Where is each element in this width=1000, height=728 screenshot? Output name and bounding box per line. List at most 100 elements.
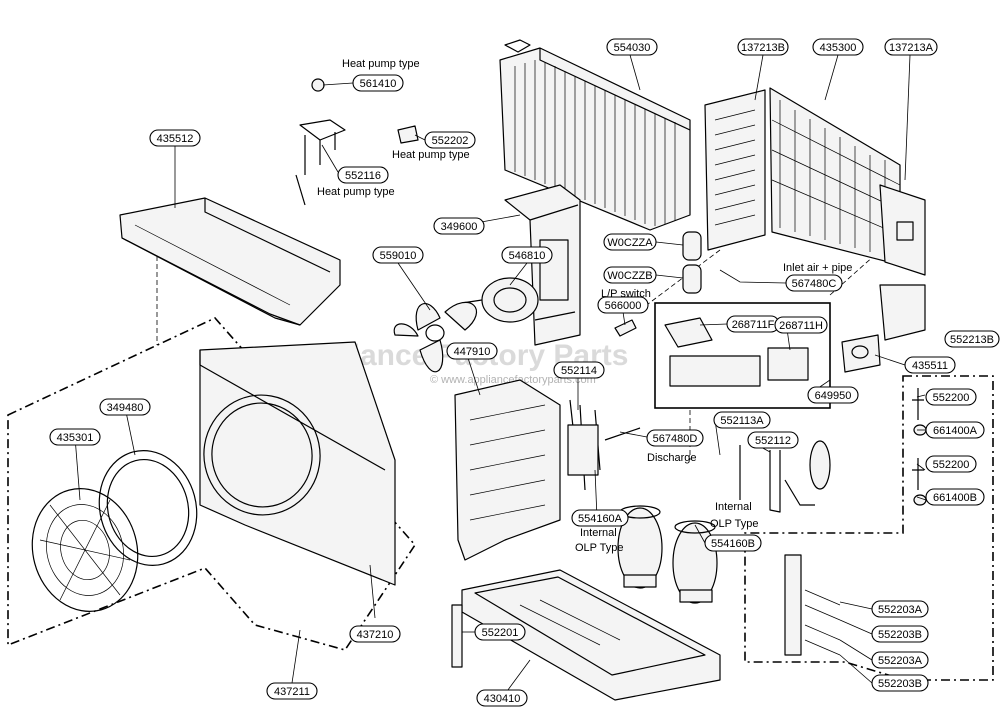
- callout-text: 137213A: [889, 42, 934, 54]
- callout-447910[interactable]: 447910: [446, 342, 498, 360]
- callout-text: 437210: [357, 629, 394, 641]
- note-internal-a: Internal: [580, 527, 617, 539]
- compressors: [617, 505, 718, 604]
- callout-text: 552202: [432, 135, 469, 147]
- note-inlet-air-pipe: Inlet air + pipe: [783, 262, 852, 274]
- watermark-url: © www.appliancefactoryparts.com: [430, 374, 596, 386]
- callout-552114[interactable]: 552114: [553, 361, 605, 379]
- callout-text: 552200: [933, 392, 970, 404]
- lp-switch: [614, 319, 637, 337]
- rear-side-panels: [704, 87, 926, 341]
- callout-552200-lower[interactable]: 552200: [925, 455, 977, 473]
- callout-text: 559010: [380, 250, 417, 262]
- callout-437210[interactable]: 437210: [349, 625, 401, 643]
- valve-group-outline: [744, 375, 994, 681]
- callout-435512[interactable]: 435512: [149, 129, 201, 147]
- callout-546810[interactable]: 546810: [501, 246, 553, 264]
- note-heat-pump-2: Heat pump type: [392, 149, 470, 161]
- callout-text: 552203A: [878, 604, 923, 616]
- note-olp-type-b: OLP Type: [710, 518, 759, 530]
- callout-661400A[interactable]: 661400A: [925, 421, 985, 439]
- callout-661400B[interactable]: 661400B: [925, 488, 985, 506]
- orifice-ring: [98, 450, 198, 566]
- callout-567480C[interactable]: 567480C: [785, 274, 843, 292]
- callout-554030[interactable]: 554030: [606, 38, 658, 56]
- callout-435511[interactable]: 435511: [904, 356, 956, 374]
- callout-268711H[interactable]: 268711H: [774, 316, 828, 334]
- callout-552112[interactable]: 552112: [747, 431, 799, 449]
- callout-text: 447910: [454, 346, 491, 358]
- callout-text: W0CZZA: [607, 237, 653, 249]
- callout-552203A-2[interactable]: 552203A: [871, 651, 929, 669]
- callout-text: 566000: [605, 300, 642, 312]
- note-internal-b: Internal: [715, 501, 752, 513]
- callout-552203A-1[interactable]: 552203A: [871, 600, 929, 618]
- callout-552200-upper[interactable]: 552200: [925, 388, 977, 406]
- callout-text: 567480D: [653, 433, 698, 445]
- note-olp-type-a: OLP Type: [575, 542, 624, 554]
- front-grille-panel: [199, 341, 396, 586]
- callout-text: W0CZZB: [607, 270, 652, 282]
- callout-137213B[interactable]: 137213B: [737, 38, 789, 56]
- callout-552113A[interactable]: 552113A: [713, 411, 771, 429]
- callout-554160B[interactable]: 554160B: [704, 534, 762, 552]
- callout-552203B-2[interactable]: 552203B: [871, 674, 929, 692]
- top-cover: [119, 197, 341, 326]
- callout-text: 435511: [912, 360, 948, 372]
- motor-bracket: [504, 184, 581, 346]
- callout-567480D[interactable]: 567480D: [646, 429, 704, 447]
- callout-649950[interactable]: 649950: [807, 386, 859, 404]
- callout-text: 435512: [157, 133, 194, 145]
- callout-text: 546810: [509, 250, 546, 262]
- callout-552203B-1[interactable]: 552203B: [871, 625, 929, 643]
- callout-text: 349600: [441, 221, 478, 233]
- note-heat-pump-1: Heat pump type: [342, 58, 420, 70]
- callout-349480[interactable]: 349480: [99, 398, 151, 416]
- callout-text: 349480: [107, 402, 144, 414]
- callout-text: 552116: [345, 170, 381, 182]
- callout-text: 552200: [933, 459, 970, 471]
- callout-559010[interactable]: 559010: [372, 246, 424, 264]
- callout-430410[interactable]: 430410: [476, 689, 528, 707]
- callout-552202[interactable]: 552202: [424, 131, 476, 149]
- callout-435301[interactable]: 435301: [49, 428, 101, 446]
- callout-435300[interactable]: 435300: [812, 38, 864, 56]
- note-lp-switch: L/P switch: [601, 288, 651, 300]
- callout-437211[interactable]: 437211: [266, 682, 318, 700]
- callout-W0CZZB[interactable]: W0CZZB: [603, 266, 657, 284]
- callout-137213A[interactable]: 137213A: [884, 38, 938, 56]
- callout-349600[interactable]: 349600: [433, 217, 485, 235]
- wiring-harness: [567, 399, 641, 491]
- callout-text: 561410: [360, 78, 397, 90]
- callout-552116[interactable]: 552116: [337, 166, 389, 184]
- callout-text: 552113A: [720, 415, 764, 427]
- callout-W0CZZA[interactable]: W0CZZA: [603, 233, 657, 251]
- callout-text: 552114: [561, 365, 597, 377]
- callout-text: 552203A: [878, 655, 923, 667]
- valve-stopper: [451, 604, 463, 668]
- guide-line-2: [639, 249, 721, 311]
- callout-text: 435300: [820, 42, 857, 54]
- terminal-cover: [841, 334, 881, 373]
- valve-bank: [784, 554, 841, 656]
- callout-text: 430410: [484, 693, 521, 705]
- capacitors: [682, 231, 702, 294]
- callout-text: 437211: [274, 686, 310, 698]
- propeller-fan: [393, 301, 478, 373]
- leader-lines: [74, 54, 927, 699]
- fan-motor: [461, 277, 539, 323]
- callout-552213B[interactable]: 552213B: [944, 330, 1000, 348]
- callout-561410[interactable]: 561410: [352, 74, 404, 92]
- callout-text: 554030: [614, 42, 651, 54]
- callout-566000[interactable]: 566000: [597, 296, 649, 314]
- partition-plate: [454, 379, 561, 561]
- callout-268711F[interactable]: 268711F: [726, 315, 780, 333]
- callout-554160A[interactable]: 554160A: [571, 509, 629, 527]
- fan-guard: [31, 488, 139, 612]
- control-box-outline: [654, 302, 831, 409]
- callout-text: 661400B: [933, 492, 977, 504]
- callout-552201[interactable]: 552201: [474, 623, 526, 641]
- callout-text: 552203B: [878, 678, 922, 690]
- note-discharge: Discharge: [647, 452, 697, 464]
- callout-text: 552201: [482, 627, 519, 639]
